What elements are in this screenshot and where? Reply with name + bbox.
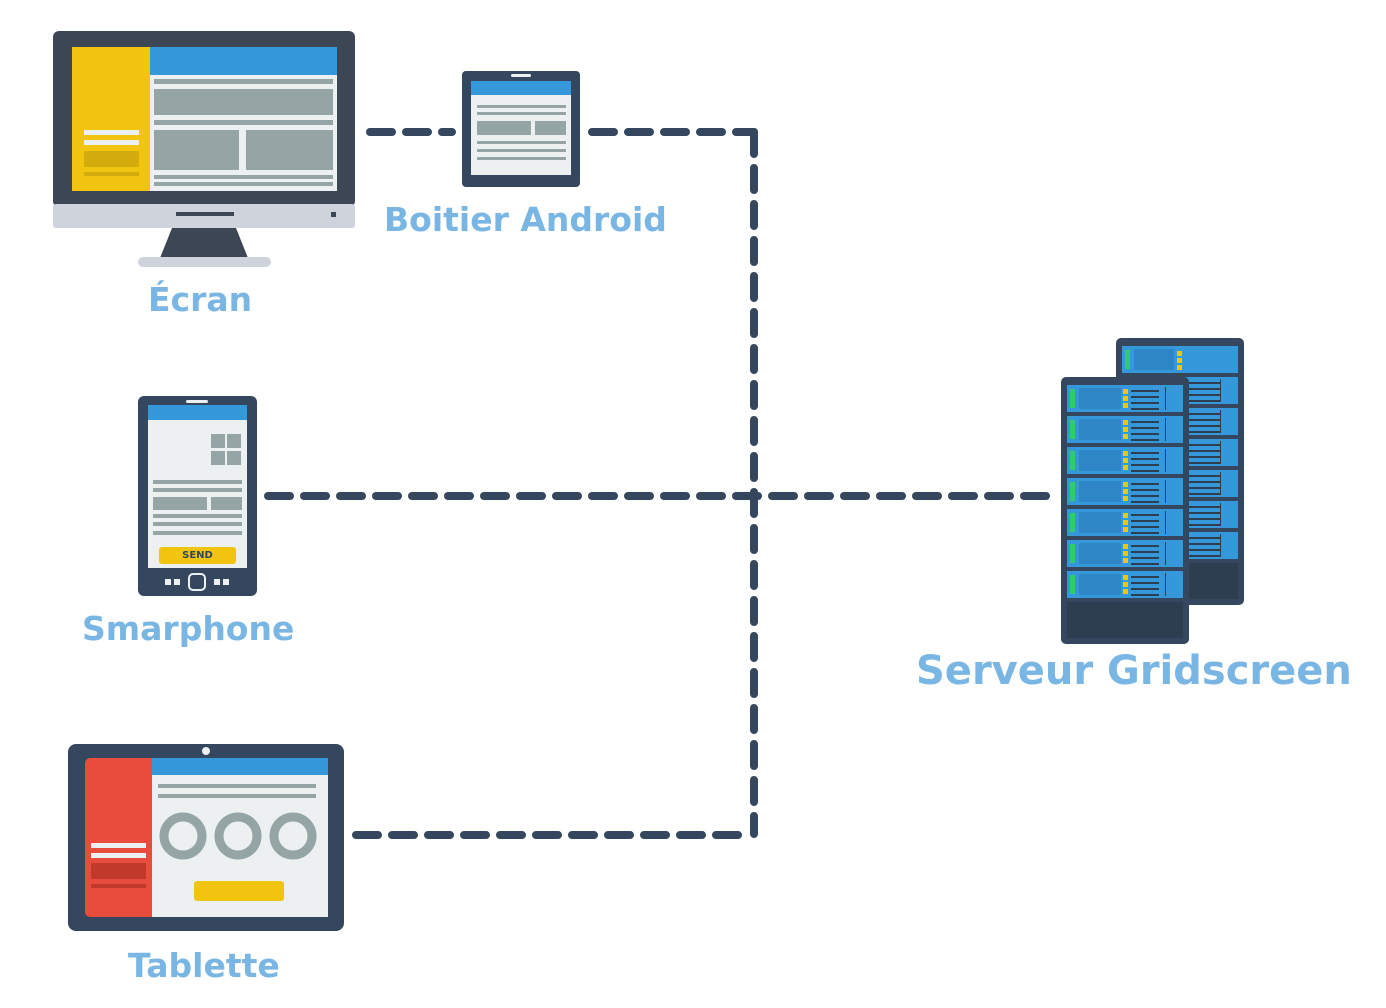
label-smartphone: Smarphone bbox=[82, 609, 295, 648]
send-button: SEND bbox=[182, 550, 213, 561]
label-android-box: Boitier Android bbox=[384, 200, 667, 239]
label-server: Serveur Gridscreen bbox=[916, 648, 1352, 694]
label-screen: Écran bbox=[148, 280, 253, 319]
label-tablet: Tablette bbox=[128, 946, 280, 985]
